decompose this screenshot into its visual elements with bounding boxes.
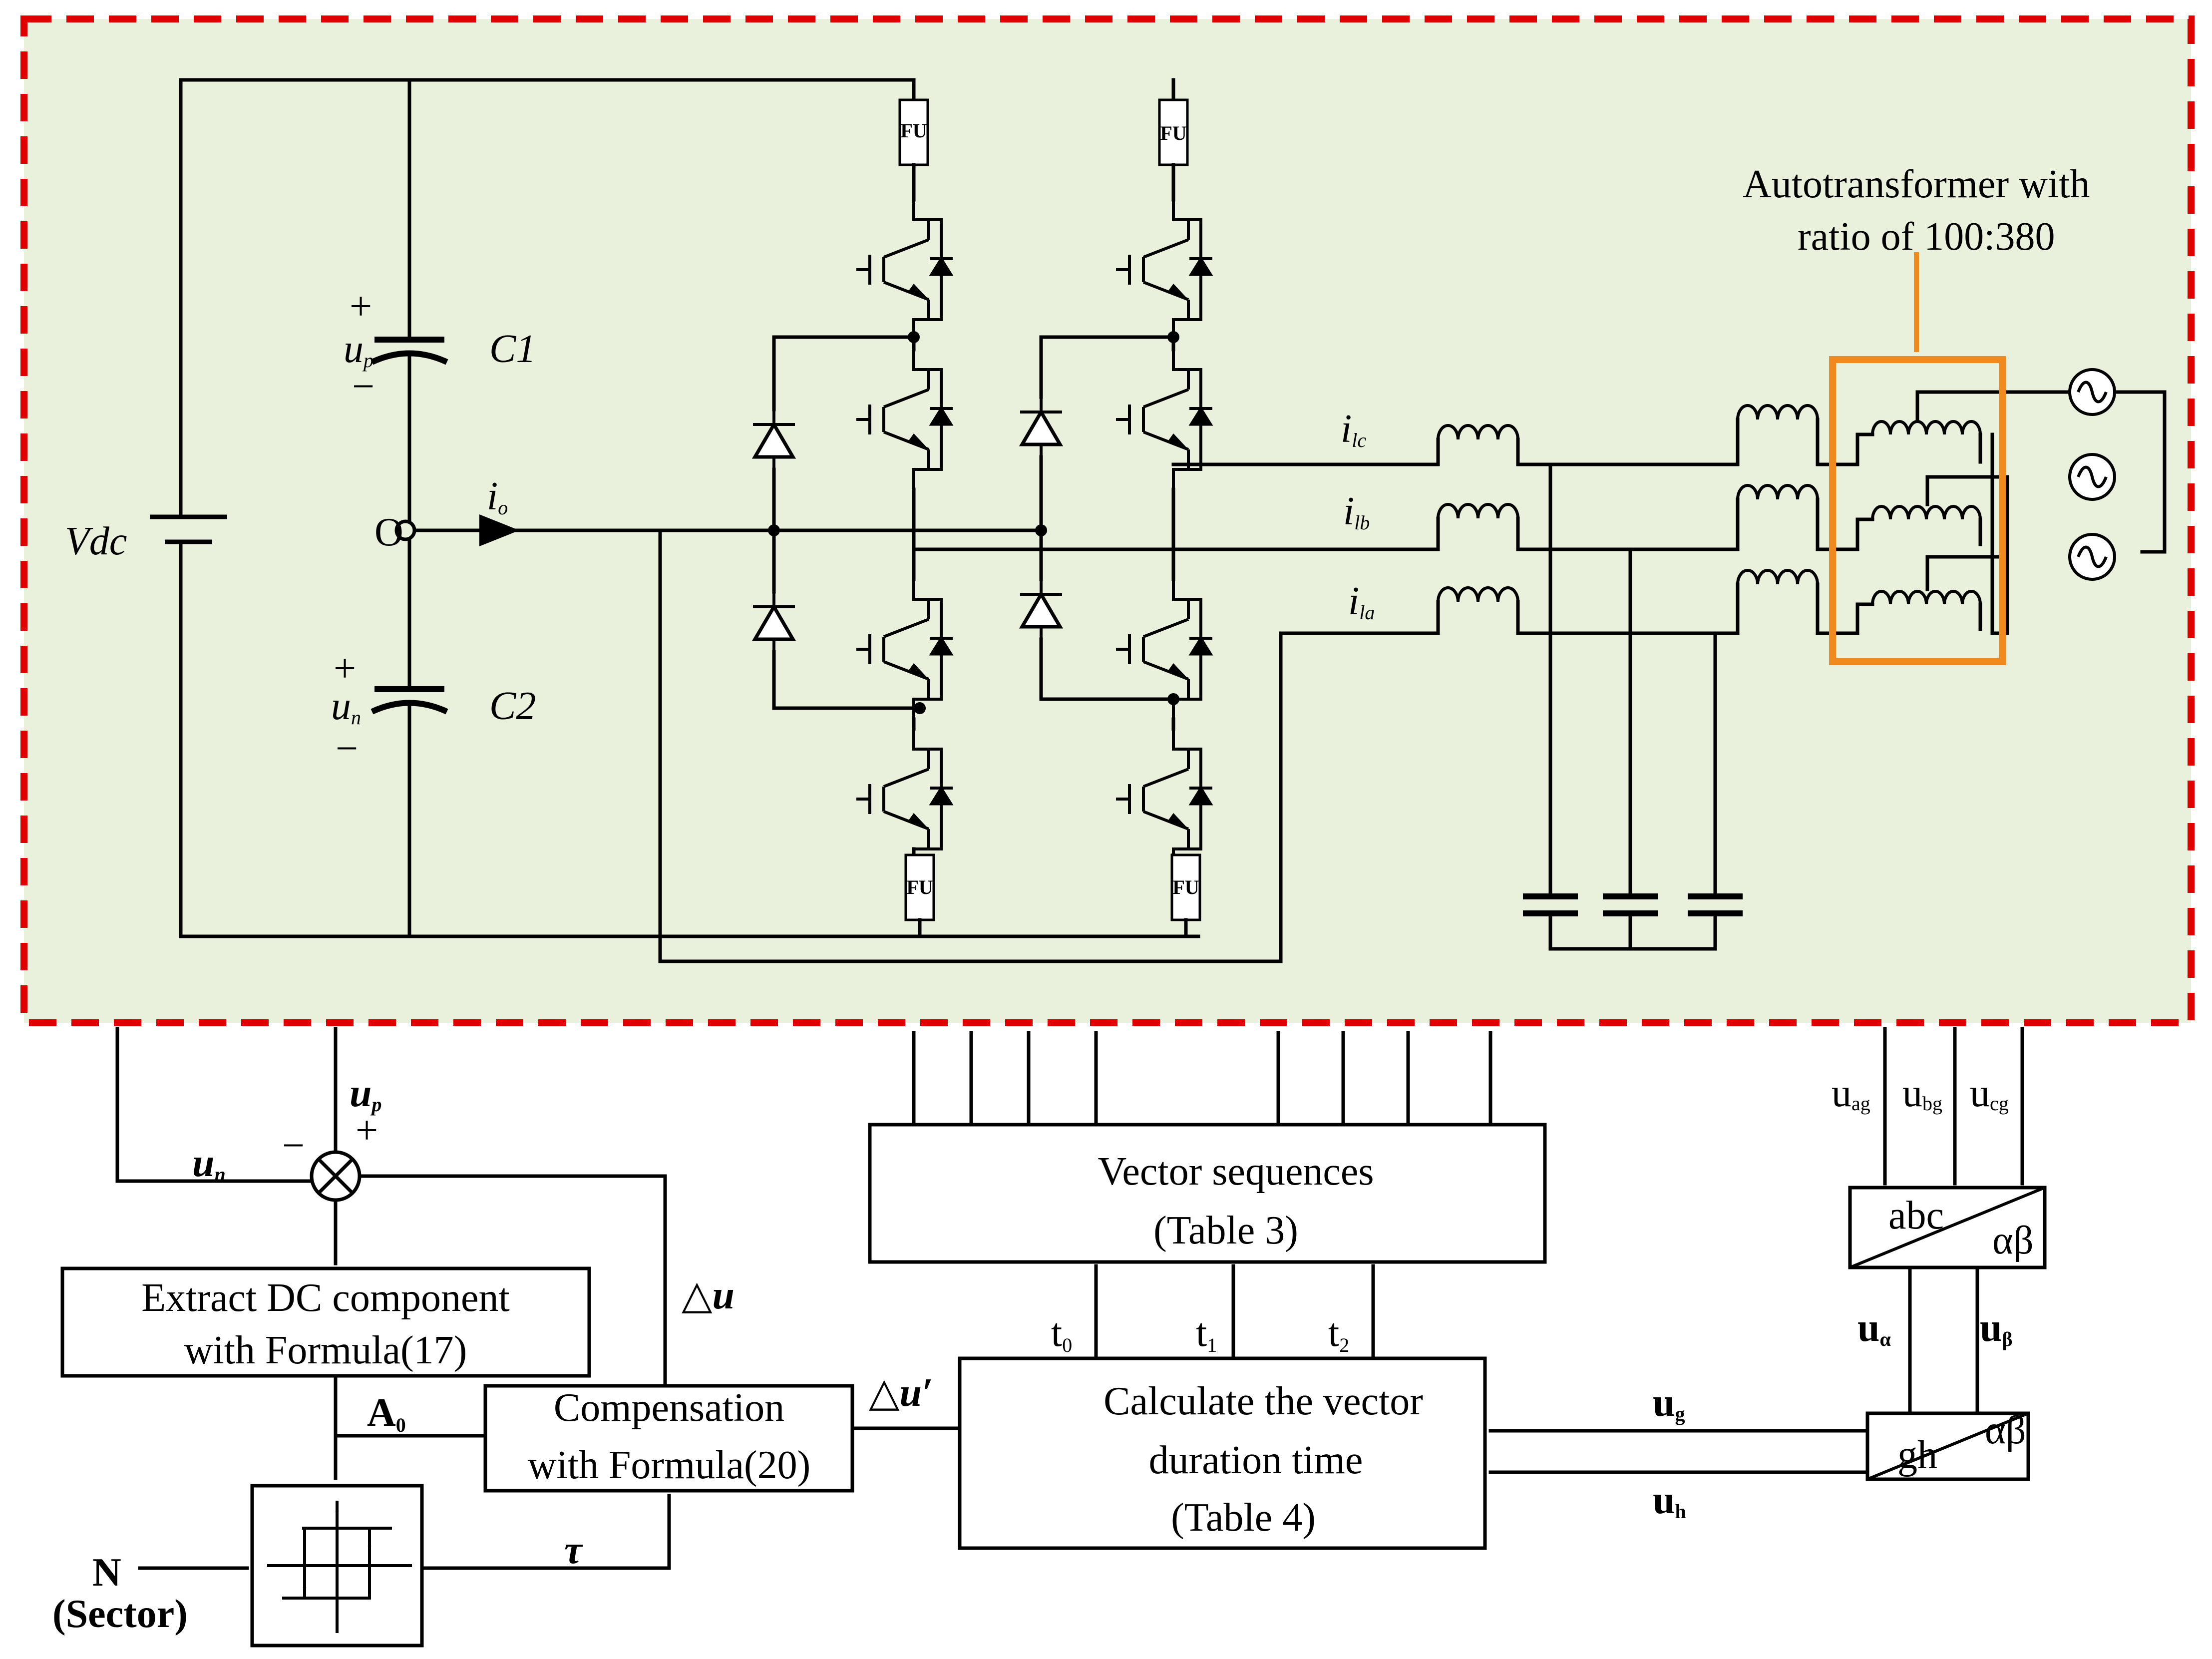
neutral-point-label: O xyxy=(374,510,403,554)
ualpha-label: uα xyxy=(1857,1306,1891,1350)
t2-label: t2 xyxy=(1328,1311,1349,1356)
grid-source-c xyxy=(2070,370,2115,415)
delta-u-prime-label: △u′ xyxy=(869,1371,933,1415)
ubg-label: ubg xyxy=(1902,1071,1942,1115)
a0-label: A0 xyxy=(367,1391,406,1436)
c2-label: C2 xyxy=(489,684,536,728)
un-control-label: un xyxy=(192,1141,226,1186)
io-arrow xyxy=(479,514,519,546)
sum-minus: − xyxy=(282,1124,305,1168)
uh-label: uh xyxy=(1653,1478,1686,1523)
alphabeta2-label: αβ xyxy=(1985,1408,2026,1452)
abc-label: abc xyxy=(1888,1194,1944,1238)
up-control-label: up xyxy=(350,1071,382,1116)
summing-junction xyxy=(310,1150,362,1202)
sum-plus: + xyxy=(356,1109,378,1153)
un-label: un xyxy=(331,684,361,729)
autotransformer-label-line1: Autotransformer with xyxy=(1743,162,2090,206)
uag-label: uag xyxy=(1832,1071,1870,1115)
calculate-line2: duration time xyxy=(1149,1438,1363,1482)
vector-seq-line1: Vector sequences xyxy=(1098,1150,1374,1194)
compensation-line2: with Formula(20) xyxy=(528,1443,811,1487)
vector-seq-line2: (Table 3) xyxy=(1153,1209,1298,1252)
compensation-box xyxy=(483,1384,854,1493)
un-minus: − xyxy=(336,727,358,771)
up-label: up xyxy=(344,327,373,372)
gh-label: gh xyxy=(1897,1433,1937,1477)
un-plus: + xyxy=(334,647,356,691)
delta-u-label: △u xyxy=(682,1273,735,1317)
extract-dc-line1: Extract DC component xyxy=(141,1276,510,1320)
tau-label: τ xyxy=(564,1528,583,1572)
ug-label: ug xyxy=(1653,1381,1685,1425)
hysteresis-symbol xyxy=(267,1501,412,1633)
up-plus: + xyxy=(350,285,372,329)
compensation-line1: Compensation xyxy=(554,1386,784,1430)
autotransformer-highlight-box xyxy=(1829,356,2006,665)
ilc-label: ilc xyxy=(1341,407,1366,451)
calculate-line1: Calculate the vector xyxy=(1104,1379,1423,1423)
autotransformer xyxy=(1855,390,2167,635)
calculate-duration-box xyxy=(958,1356,1487,1550)
ila-label: ila xyxy=(1348,579,1375,624)
sector-label: (Sector) xyxy=(52,1592,188,1636)
gate-signal-arrows xyxy=(912,1031,1492,1127)
fuse-top-leg1-label: FU xyxy=(900,119,927,142)
capacitor-c1 xyxy=(370,337,448,365)
tau-line xyxy=(420,1494,671,1570)
capacitor-c2 xyxy=(370,686,448,715)
io-label: io xyxy=(487,474,508,519)
ucg-label: ucg xyxy=(1970,1071,2009,1115)
delta-u-line xyxy=(358,1174,667,1393)
extract-dc-box xyxy=(60,1266,591,1378)
ilb-label: ilb xyxy=(1343,489,1370,534)
fuse-bottom-leg2-label: FU xyxy=(1172,876,1199,898)
grid-source-b xyxy=(2070,454,2115,499)
vdc-label: Vdc xyxy=(65,519,127,563)
ubeta-label: uβ xyxy=(1980,1306,2013,1350)
t1-label: t1 xyxy=(1196,1311,1217,1356)
calculate-line3: (Table 4) xyxy=(1171,1496,1316,1540)
autotransformer-label-line2: ratio of 100:380 xyxy=(1798,215,2055,259)
alphabeta-label: αβ xyxy=(1992,1219,2034,1262)
dc-source xyxy=(150,78,227,938)
grid-source-a xyxy=(2070,534,2115,579)
extract-dc-line2: with Formula(17) xyxy=(184,1328,467,1372)
t0-label: t0 xyxy=(1051,1311,1072,1356)
c1-label: C1 xyxy=(489,327,536,371)
vector-sequences-box xyxy=(868,1123,1547,1264)
un-sense-line xyxy=(115,1027,314,1183)
n-label: N xyxy=(92,1551,121,1595)
up-minus: − xyxy=(352,365,374,409)
fuse-bottom-leg1-label: FU xyxy=(906,876,933,898)
fuse-top-leg2-label: FU xyxy=(1160,122,1186,144)
